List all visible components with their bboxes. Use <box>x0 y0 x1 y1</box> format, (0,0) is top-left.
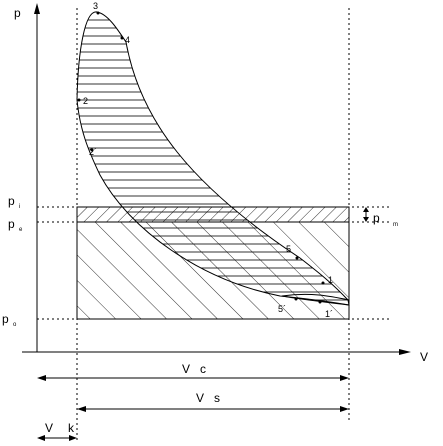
point-3-marker <box>96 11 100 15</box>
point-markers: 3 4 2 2´ 5 1 5´ 1´ <box>77 1 333 319</box>
point-2-label: 2 <box>83 96 88 106</box>
point-2b-label: 2´ <box>89 147 97 157</box>
x-axis-arrow <box>399 349 411 355</box>
x-axis-label: V <box>420 350 428 364</box>
point-1-marker <box>321 281 325 285</box>
po-label: p <box>2 312 9 326</box>
y-axis-label: p <box>14 6 21 20</box>
pm-indicator: p m <box>363 207 398 228</box>
point-2b-marker <box>90 148 94 152</box>
point-1b-label: 1´ <box>325 309 333 319</box>
pe-label: p <box>8 217 15 231</box>
pumping-loop <box>281 293 350 306</box>
vs-label: V <box>196 391 204 405</box>
pm-label: p <box>373 211 380 225</box>
point-1-label: 1 <box>328 275 333 285</box>
pi-label: p <box>8 194 15 208</box>
vk-label: V <box>45 421 53 435</box>
point-5-label: 5 <box>286 244 291 254</box>
point-1b-marker <box>318 300 322 304</box>
vs-sub: s <box>214 391 220 405</box>
pm-sub: m <box>393 222 398 228</box>
vc-label: V <box>182 362 190 376</box>
y-axis-arrow <box>34 3 40 14</box>
indicator-loop <box>76 11 350 306</box>
pe-sub: e <box>19 227 23 233</box>
point-2-marker <box>77 98 81 102</box>
point-4-marker <box>120 36 124 40</box>
pi-sub: i <box>19 204 20 210</box>
point-3-label: 3 <box>93 1 98 11</box>
axes: p V <box>14 3 428 364</box>
point-5b-marker <box>294 297 298 301</box>
point-5b-label: 5´ <box>278 304 286 314</box>
vc-sub: c <box>200 362 206 376</box>
reference-lines <box>37 8 390 440</box>
point-5-marker <box>295 256 299 260</box>
po-sub: o <box>13 322 17 328</box>
point-4-label: 4 <box>125 35 130 45</box>
pressure-labels: p i p e p o <box>2 194 23 328</box>
vk-sub: k <box>68 421 75 435</box>
volume-dimensions: V c V s V k <box>37 362 349 441</box>
indicator-loop-outline <box>76 11 350 306</box>
